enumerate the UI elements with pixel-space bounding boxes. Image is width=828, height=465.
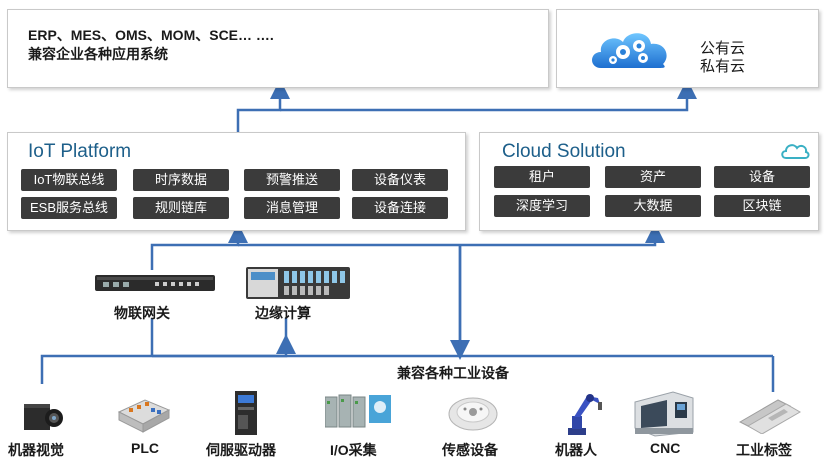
iot-chip: ESB服务总线 bbox=[21, 197, 117, 219]
bus-label: 兼容各种工业设备 bbox=[397, 365, 509, 381]
gateway-device-image bbox=[95, 275, 215, 291]
arrow-iot-to-apps bbox=[236, 79, 290, 132]
cloud-box: 公有云 私有云 bbox=[556, 9, 819, 88]
cloud-chip: 区块链 bbox=[714, 195, 810, 217]
device-label: 伺服驱动器 bbox=[206, 442, 276, 458]
cloud-private: 私有云 bbox=[700, 58, 746, 75]
iot-chip: 时序数据 bbox=[133, 169, 229, 191]
arrow-gw-to-iot bbox=[150, 223, 248, 270]
cloud-chip: 大数据 bbox=[605, 195, 701, 217]
cloud-gear-icon bbox=[592, 33, 667, 68]
cloud-chip: 资产 bbox=[605, 166, 701, 188]
device-label: I/O采集 bbox=[330, 442, 377, 458]
bus-line bbox=[40, 334, 296, 384]
iot-chip: 规则链库 bbox=[133, 197, 229, 219]
servo-drive-image bbox=[235, 391, 257, 435]
arrow-cloud-to-cloudbox bbox=[655, 79, 697, 112]
cloud-outline-icon bbox=[781, 144, 810, 159]
camera-device-image bbox=[24, 404, 63, 430]
iot-platform-title: IoT Platform bbox=[28, 141, 132, 162]
apps-box: ERP、MES、OMS、MOM、SCE… …. 兼容企业各种应用系统 bbox=[7, 9, 549, 88]
cloud-solution-title: Cloud Solution bbox=[502, 141, 626, 162]
gateway-label: 物联网关 bbox=[114, 305, 170, 321]
edge-compute-label: 边缘计算 bbox=[255, 305, 311, 321]
apps-line2: 兼容企业各种应用系统 bbox=[28, 46, 168, 62]
industrial-tag-image bbox=[738, 399, 802, 434]
iot-chip: 预警推送 bbox=[244, 169, 340, 191]
robot-arm-image bbox=[568, 394, 602, 435]
edge-compute-device-image bbox=[246, 267, 350, 299]
iot-platform-box: IoT Platform IoT物联总线 时序数据 预警推送 设备仪表 ESB服… bbox=[7, 132, 466, 231]
device-label: CNC bbox=[650, 440, 681, 456]
device-label: 机器人 bbox=[555, 442, 597, 458]
cloud-chip: 深度学习 bbox=[494, 195, 590, 217]
iot-chip: IoT物联总线 bbox=[21, 169, 117, 191]
device-label: 传感设备 bbox=[442, 442, 498, 458]
iot-chip: 消息管理 bbox=[244, 197, 340, 219]
iot-chip: 设备仪表 bbox=[352, 169, 448, 191]
apps-line1: ERP、MES、OMS、MOM、SCE… …. bbox=[28, 27, 274, 43]
device-label: 工业标签 bbox=[736, 442, 792, 458]
cloud-chip: 租户 bbox=[494, 166, 590, 188]
device-label: 机器视觉 bbox=[8, 442, 64, 458]
io-module-image bbox=[325, 394, 391, 428]
device-label: PLC bbox=[131, 440, 159, 456]
cnc-machine-image bbox=[634, 391, 694, 437]
cloud-solution-box: Cloud Solution 租户 资产 设备 深度学习 大数据 区块链 bbox=[479, 132, 819, 231]
plc-device-image bbox=[117, 399, 171, 433]
cloud-chip: 设备 bbox=[714, 166, 810, 188]
iot-chip: 设备连接 bbox=[352, 197, 448, 219]
cloud-public: 公有云 bbox=[700, 40, 746, 57]
sensor-device-image bbox=[448, 397, 498, 431]
arrow-gw-to-cloud bbox=[238, 223, 665, 247]
